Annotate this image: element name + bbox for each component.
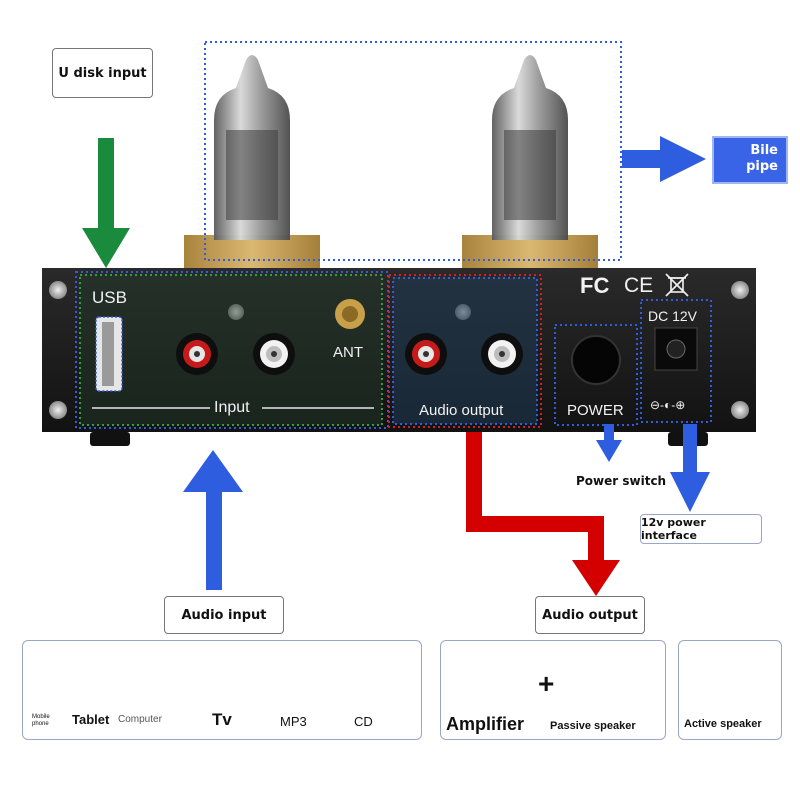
rca-output-left: [405, 333, 447, 375]
passive-speaker-label: Passive speaker: [550, 720, 636, 732]
arrow-audio-input: [183, 450, 243, 590]
amplifier-speaker-box: [440, 640, 666, 740]
polarity-label: ⊖-◐-⊕: [650, 398, 686, 412]
bile-pipe-label-2: pipe: [746, 159, 778, 174]
rca-input-right: [253, 333, 295, 375]
power-knob: [571, 335, 621, 385]
ce-mark: CE: [624, 274, 654, 297]
u-disk-input-callout: U disk input: [52, 48, 153, 98]
tv-label: Tv: [212, 710, 232, 729]
power-switch-box: [554, 324, 638, 426]
rca-output-right: [481, 333, 523, 375]
computer-label: Computer: [118, 714, 162, 725]
input-section-box: [79, 274, 383, 426]
bile-pipe-callout: Bile pipe: [712, 136, 788, 184]
weee-icon: [665, 273, 689, 297]
arrow-power-switch: [596, 424, 622, 462]
audio-output-panel-label: Audio output: [419, 402, 504, 419]
mp3-label: MP3: [280, 714, 307, 729]
audio-input-label: Audio input: [181, 607, 267, 623]
u-disk-input-label: U disk input: [58, 65, 147, 81]
arrow-usb: [82, 138, 130, 268]
usb-label: USB: [92, 288, 127, 307]
ant-label: ANT: [333, 344, 363, 361]
rca-input-left: [176, 333, 218, 375]
power-interface-label: 12v power interface: [641, 516, 706, 542]
tube-highlight-box: [204, 41, 622, 261]
active-speaker-label: Active speaker: [684, 718, 762, 730]
power-interface-callout: 12v power interface: [640, 514, 762, 544]
arrow-audio-output: [466, 432, 620, 596]
source-devices-box: [22, 640, 422, 740]
bile-pipe-label-1: Bile: [750, 143, 778, 158]
arrow-power-interface: [670, 424, 710, 512]
fc-mark: FC: [580, 273, 610, 298]
arrow-bile-pipe: [622, 136, 706, 182]
active-speaker-box: [678, 640, 782, 740]
cd-label: CD: [354, 714, 373, 729]
power-switch-label: Power switch: [576, 474, 667, 488]
dc-jack-box: [640, 299, 712, 423]
input-label: Input: [214, 399, 250, 416]
tablet-label: Tablet: [72, 712, 110, 727]
audio-output-label: Audio output: [542, 607, 638, 623]
audio-output-callout: Audio output: [535, 596, 645, 634]
audio-input-callout: Audio input: [164, 596, 284, 634]
dc-label: DC 12V: [648, 308, 698, 324]
power-label: POWER: [567, 402, 624, 419]
antenna-connector: [335, 299, 365, 329]
mobile-label: Mobile phone: [32, 714, 50, 727]
tube-right: [462, 55, 598, 275]
plus-sign: +: [538, 668, 555, 699]
amplifier-label: Amplifier: [446, 714, 525, 734]
